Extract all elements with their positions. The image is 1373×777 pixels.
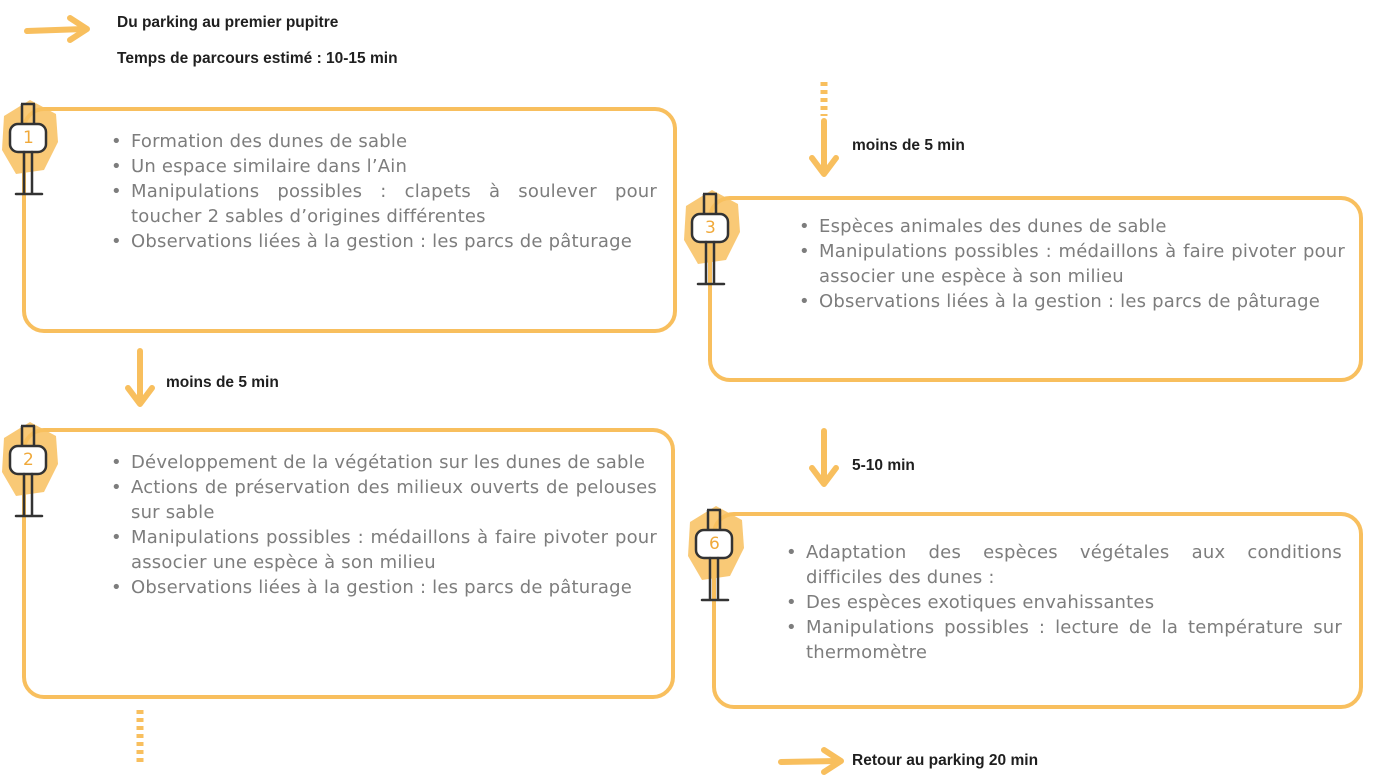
signpost-icon: 1 (0, 94, 60, 204)
arrow-right-icon (24, 15, 90, 43)
list-item: Des espèces exotiques envahissantes (782, 590, 1342, 615)
transition-label: 5-10 min (852, 457, 915, 474)
transition-label: moins de 5 min (166, 374, 279, 391)
list-item: Observations liées à la gestion : les pa… (107, 575, 657, 600)
list-item: Développement de la végétation sur les d… (107, 450, 657, 475)
list-item: Adaptation des espèces végétales aux con… (782, 540, 1342, 590)
arrow-down-icon (809, 118, 839, 177)
list-item: Formation des dunes de sable (107, 129, 657, 154)
station-2-list: Développement de la végétation sur les d… (107, 450, 657, 600)
arrow-down-icon (809, 428, 839, 487)
signpost-icon: 3 (682, 184, 742, 294)
station-number: 3 (705, 218, 716, 238)
list-item: Un espace similaire dans l’Ain (107, 154, 657, 179)
list-item: Manipulations possibles : médaillons à f… (107, 525, 657, 575)
station-number: 6 (709, 534, 720, 554)
station-number: 1 (23, 128, 34, 148)
arrow-down-icon (125, 348, 155, 407)
list-item: Observations liées à la gestion : les pa… (795, 289, 1345, 314)
station-6-list: Adaptation des espèces végétales aux con… (782, 540, 1342, 665)
station-1-list: Formation des dunes de sable Un espace s… (107, 129, 657, 254)
return-label: Retour au parking 20 min (852, 752, 1039, 769)
route-title: Du parking au premier pupitre (117, 14, 339, 31)
list-item: Observations liées à la gestion : les pa… (107, 229, 657, 254)
list-item: Espèces animales des dunes de sable (795, 214, 1345, 239)
arrow-right-icon (778, 747, 844, 775)
transition-label: moins de 5 min (852, 137, 965, 154)
signpost-icon: 2 (0, 416, 60, 526)
station-number: 2 (23, 450, 34, 470)
signpost-icon: 6 (686, 500, 746, 610)
dotted-line-icon (136, 710, 144, 764)
station-3-list: Espèces animales des dunes de sable Mani… (795, 214, 1345, 314)
dotted-line-icon (820, 82, 828, 116)
list-item: Manipulations possibles : clapets à soul… (107, 179, 657, 229)
route-duration: Temps de parcours estimé : 10-15 min (117, 50, 398, 67)
list-item: Actions de préservation des milieux ouve… (107, 475, 657, 525)
list-item: Manipulations possibles : médaillons à f… (795, 239, 1345, 289)
list-item: Manipulations possibles : lecture de la … (782, 615, 1342, 665)
